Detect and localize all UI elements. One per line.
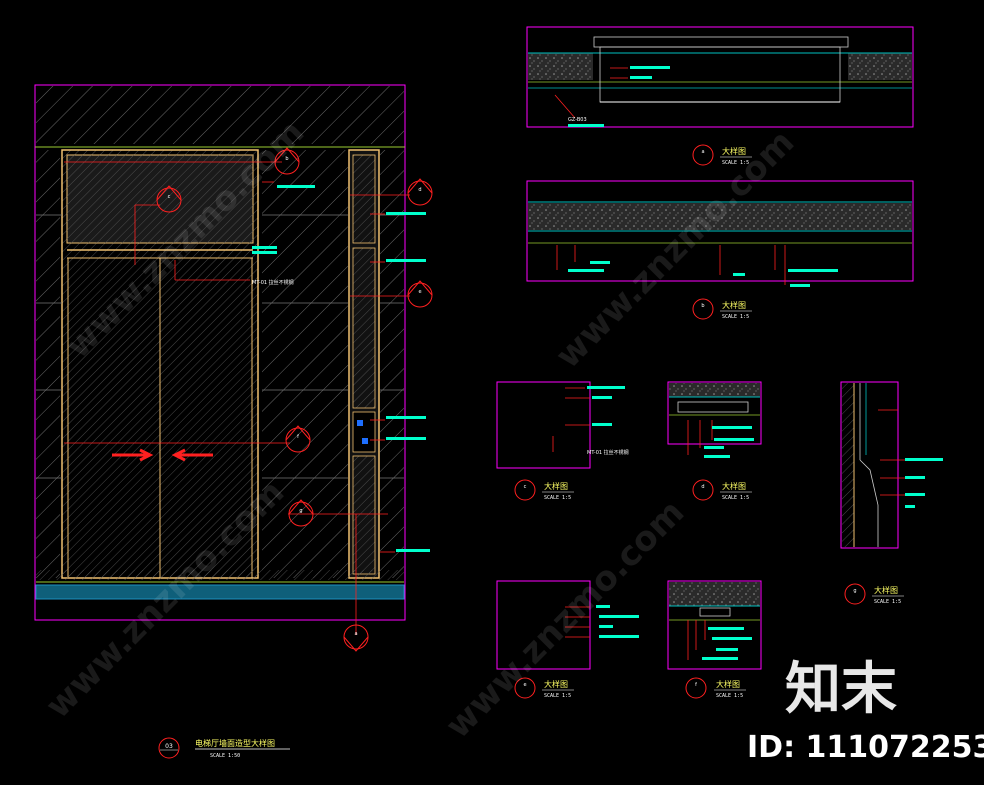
- detail-d-scale: SCALE 1:5: [722, 495, 749, 501]
- detail-g: g 大样图 SCALE 1:5: [840, 381, 943, 605]
- floor-band: [35, 584, 405, 600]
- detail-g-scale: SCALE 1:5: [874, 599, 901, 605]
- note-mt01: MT-01 拉丝不锈钢: [252, 279, 294, 286]
- detail-e: e 大样图 SCALE 1:5: [496, 580, 639, 699]
- detail-a-tag: a: [701, 149, 704, 155]
- watermark-diagonal-4: www.znzmo.com: [438, 492, 692, 746]
- detail-a-note: GZ-B03: [568, 117, 587, 123]
- detail-g-tag: g: [853, 588, 856, 594]
- detail-a-scale: SCALE 1:5: [722, 160, 749, 166]
- main-frame: [34, 84, 406, 621]
- watermark-diagonal-2: www.znzmo.com: [548, 122, 802, 376]
- door-arrows: [112, 448, 213, 462]
- watermark-id: ID: 1110722536: [747, 730, 984, 765]
- detail-f-tag: f: [695, 682, 697, 688]
- detail-e-scale: SCALE 1:5: [544, 693, 571, 699]
- ceiling-hatch: [36, 86, 404, 144]
- detail-d-tag: d: [701, 484, 704, 490]
- detail-c: MT-01 拉丝不锈钢 c 大样图 SCALE 1:5: [496, 381, 629, 501]
- callout-d: d: [418, 187, 421, 193]
- detail-b: b 大样图 SCALE 1:5: [526, 180, 914, 320]
- main-elevation: MT-01 拉丝不锈钢 b c d e f g a 03 电梯厅墙面造型大样图 …: [34, 84, 433, 759]
- detail-c-tag: c: [524, 484, 527, 490]
- detail-a-title: 大样图: [722, 146, 746, 156]
- detail-c-note: MT-01 拉丝不锈钢: [587, 449, 629, 456]
- detail-c-title: 大样图: [544, 481, 568, 491]
- detail-e-title: 大样图: [544, 679, 568, 689]
- detail-f: f 大样图 SCALE 1:5: [667, 580, 762, 699]
- drawing-id: 03: [165, 743, 173, 750]
- main-scale: SCALE 1:50: [210, 753, 240, 759]
- detail-c-scale: SCALE 1:5: [544, 495, 571, 501]
- callout-c: c: [168, 194, 171, 200]
- detail-f-title: 大样图: [716, 679, 740, 689]
- detail-g-title: 大样图: [874, 585, 898, 595]
- detail-b-scale: SCALE 1:5: [722, 314, 749, 320]
- watermark-brand: 知末: [785, 657, 897, 722]
- callout-b: b: [285, 156, 288, 162]
- callout-a: a: [354, 631, 357, 637]
- detail-d-title: 大样图: [722, 481, 746, 491]
- detail-d: d 大样图 SCALE 1:5: [667, 381, 762, 501]
- callout-e: e: [418, 289, 421, 295]
- detail-b-tag: b: [701, 303, 704, 309]
- detail-b-title: 大样图: [722, 300, 746, 310]
- detail-f-scale: SCALE 1:5: [716, 693, 743, 699]
- callout-f: f: [297, 434, 299, 440]
- callout-g: g: [299, 508, 302, 514]
- detail-e-tag: e: [523, 682, 526, 688]
- detail-a: GZ-B03 a 大样图 SCALE 1:5: [526, 26, 914, 166]
- main-title: 电梯厅墙面造型大样图: [195, 738, 275, 748]
